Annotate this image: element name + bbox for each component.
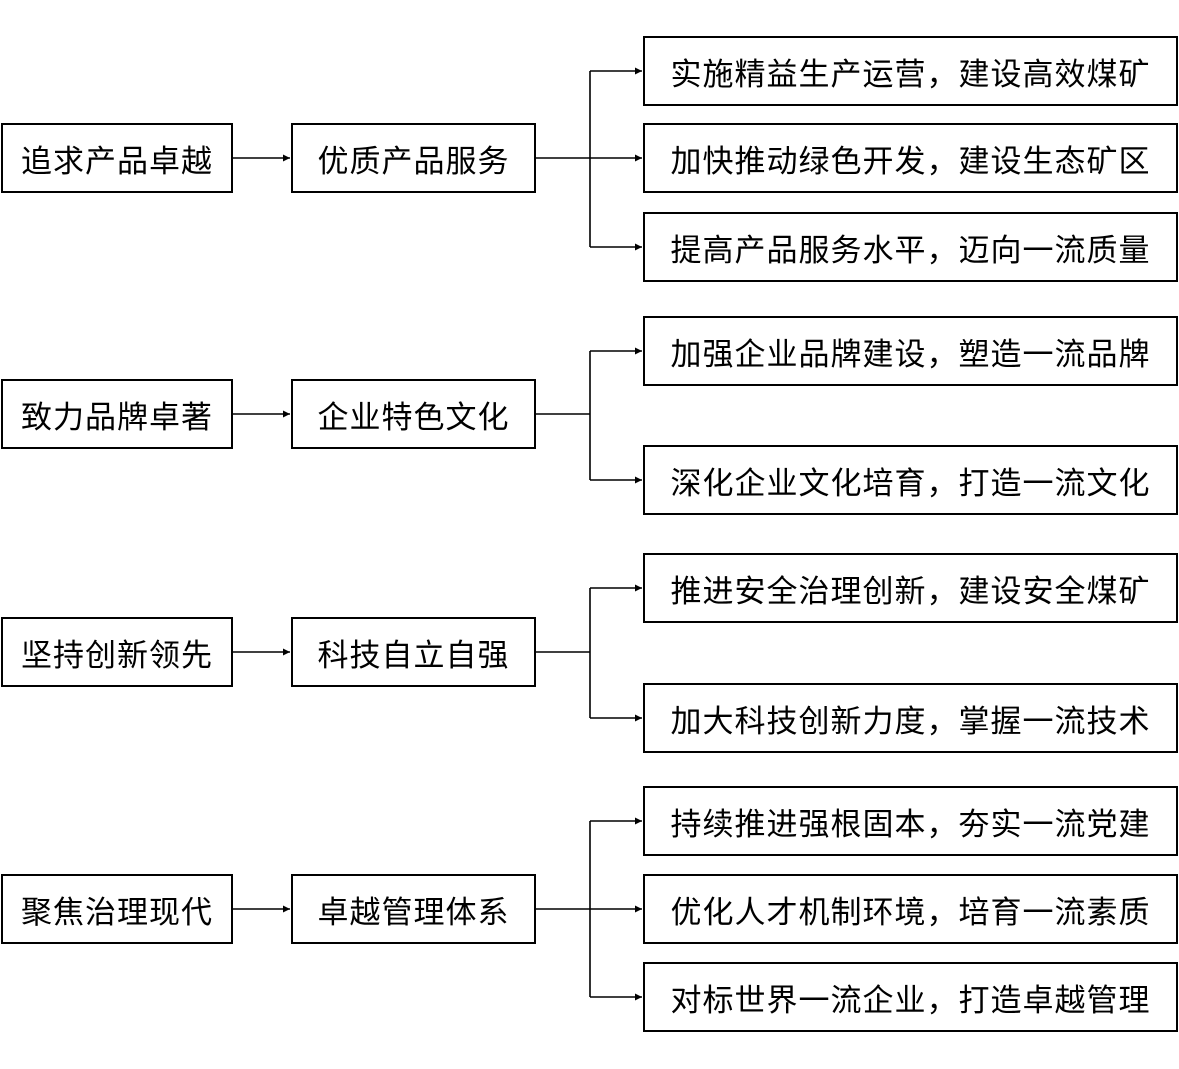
measure-box: 推进安全治理创新，建设安全煤矿: [643, 553, 1178, 623]
goal-box: 追求产品卓越: [1, 123, 233, 193]
path-box: 卓越管理体系: [291, 874, 536, 944]
path-box: 科技自立自强: [291, 617, 536, 687]
measure-box: 加快推动绿色开发，建设生态矿区: [643, 123, 1178, 193]
measure-box: 深化企业文化培育，打造一流文化: [643, 445, 1178, 515]
goal-box: 聚焦治理现代: [1, 874, 233, 944]
measure-box: 提高产品服务水平，迈向一流质量: [643, 212, 1178, 282]
measure-box: 实施精益生产运营，建设高效煤矿: [643, 36, 1178, 106]
measure-box: 加强企业品牌建设，塑造一流品牌: [643, 316, 1178, 386]
goal-box: 致力品牌卓著: [1, 379, 233, 449]
path-box: 优质产品服务: [291, 123, 536, 193]
measure-box: 持续推进强根固本，夯实一流党建: [643, 786, 1178, 856]
goal-box: 坚持创新领先: [1, 617, 233, 687]
measure-box: 对标世界一流企业，打造卓越管理: [643, 962, 1178, 1032]
measure-box: 加大科技创新力度，掌握一流技术: [643, 683, 1178, 753]
measure-box: 优化人才机制环境，培育一流素质: [643, 874, 1178, 944]
path-box: 企业特色文化: [291, 379, 536, 449]
